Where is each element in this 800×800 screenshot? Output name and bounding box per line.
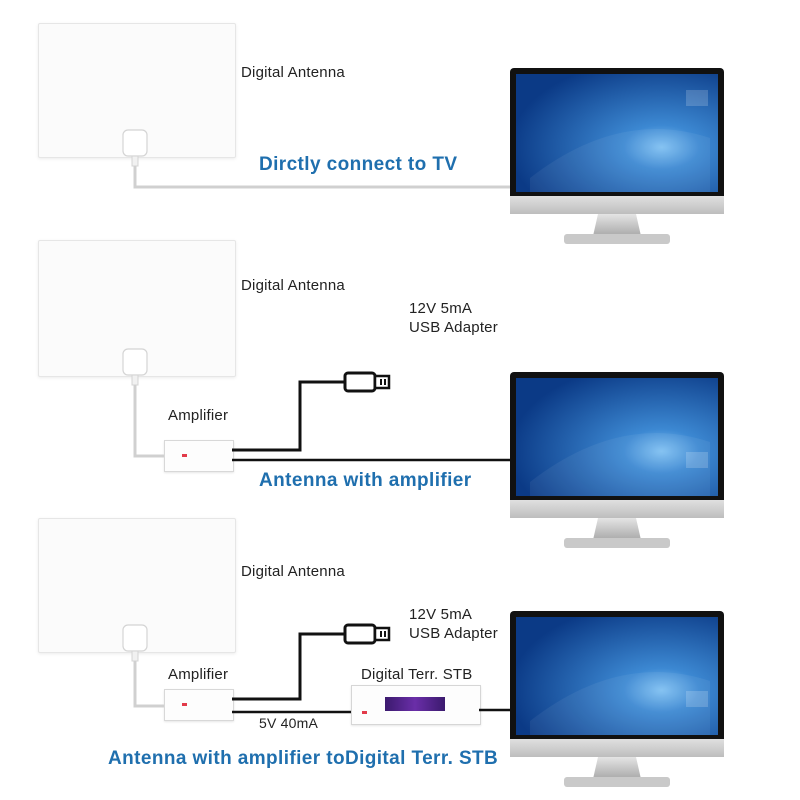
antenna-label: Digital Antenna	[241, 64, 345, 81]
caption-amplifier: Antenna with amplifier	[259, 470, 472, 491]
usb-plug-icon	[343, 623, 391, 645]
power-cable	[232, 380, 345, 452]
stb-label: Digital Terr. STB	[361, 666, 473, 683]
power-cable	[232, 632, 345, 701]
tv-monitor	[510, 68, 724, 244]
stb-led	[362, 711, 367, 714]
stb-display	[385, 697, 445, 711]
set-top-box	[351, 685, 481, 725]
antenna-label: Digital Antenna	[241, 277, 345, 294]
antenna-label: Digital Antenna	[241, 563, 345, 580]
adapter-label-voltage: 12V 5mA	[409, 300, 473, 317]
caption-stb: Antenna with amplifier toDigital Terr. S…	[108, 748, 499, 769]
amplifier-box	[164, 440, 234, 472]
adapter-label-voltage: 12V 5mA	[409, 606, 473, 623]
caption-direct: Dirctly connect to TV	[259, 154, 458, 175]
tv-monitor	[510, 372, 724, 548]
amplifier-led	[182, 703, 187, 706]
amplifier-box	[164, 689, 234, 721]
amplifier-label: Amplifier	[168, 407, 229, 424]
antenna-connector	[122, 129, 148, 167]
adapter-label-name: USB Adapter	[409, 319, 498, 336]
antenna-cable	[133, 166, 515, 189]
power-label: 5V 40mA	[259, 715, 318, 731]
amplifier-label: Amplifier	[168, 666, 229, 683]
usb-plug-icon	[343, 371, 391, 393]
adapter-label-name: USB Adapter	[409, 625, 498, 642]
antenna-cable	[133, 661, 164, 708]
antenna-cable	[133, 385, 164, 458]
antenna-connector	[122, 624, 148, 662]
amplifier-led	[182, 454, 187, 457]
antenna-connector	[122, 348, 148, 386]
tv-monitor	[510, 611, 724, 787]
